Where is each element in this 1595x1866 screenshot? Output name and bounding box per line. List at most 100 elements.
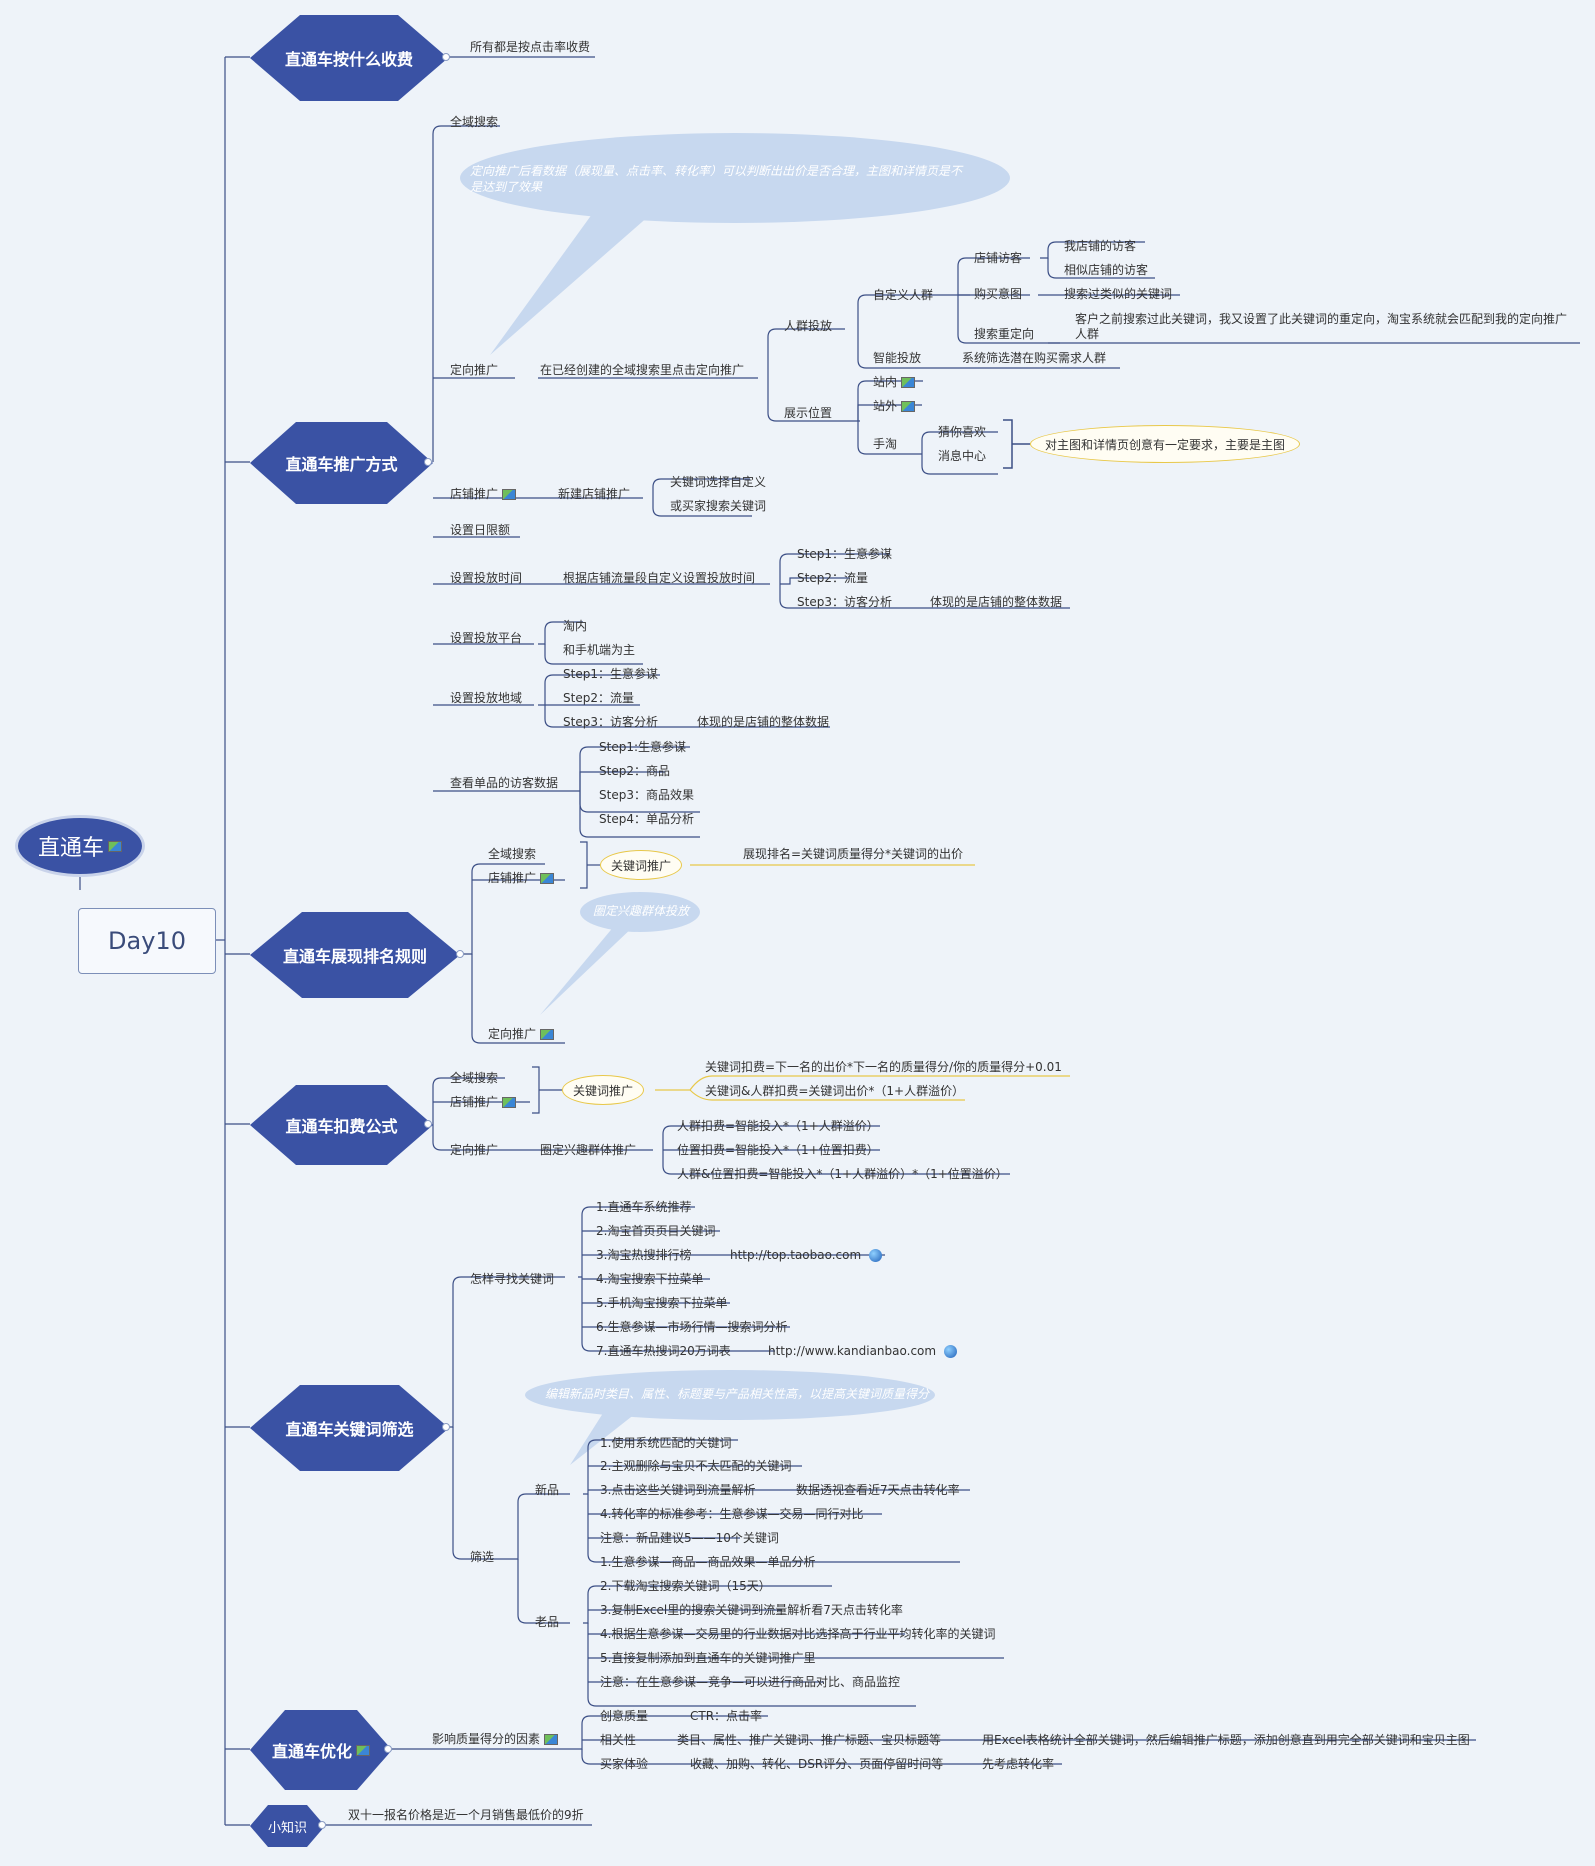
- node-b3-quanyu[interactable]: 全域搜索: [488, 847, 537, 861]
- node-toufang-time-sub[interactable]: 根据店铺流量段自定义设置投放时间: [563, 571, 756, 585]
- collapse-toggle[interactable]: [456, 950, 464, 958]
- collapse-toggle[interactable]: [424, 1120, 432, 1128]
- collapse-toggle[interactable]: [442, 1423, 450, 1431]
- node-b4-dingxiang[interactable]: 定向推广: [450, 1143, 499, 1157]
- node-step1-a[interactable]: Step1：生意参谋: [797, 547, 892, 561]
- node-k7[interactable]: 7.直通车热搜词20万词表: [596, 1344, 731, 1358]
- node-taonei[interactable]: 淘内: [563, 619, 588, 633]
- node-dianpu-fangke[interactable]: 店铺访客: [974, 251, 1023, 265]
- node-goumai[interactable]: 购买意图: [974, 287, 1023, 301]
- node-step3-a-sub[interactable]: 体现的是店铺的整体数据: [930, 595, 1063, 609]
- node-maijia-sub[interactable]: 收藏、加购、转化、DSR评分、页面停留时间等: [690, 1757, 944, 1771]
- node-maijia[interactable]: 买家体验: [600, 1757, 649, 1771]
- node-charging-note[interactable]: 所有都是按点击率收费: [470, 40, 591, 54]
- node-chuangyi[interactable]: 创意质量: [600, 1709, 649, 1723]
- node-b4-f5[interactable]: 人群&位置扣费=智能投入*（1+人群溢价）*（1+位置溢价）: [677, 1167, 1008, 1181]
- branch-optimize[interactable]: 直通车优化: [250, 1710, 392, 1790]
- node-zhannei[interactable]: 站内: [873, 375, 916, 390]
- node-b4-dianpu[interactable]: 店铺推广: [450, 1095, 517, 1110]
- node-n5[interactable]: 注意：新品建议5——10个关键词: [600, 1531, 779, 1545]
- node-n3[interactable]: 3.点击这些关键词到流量解析: [600, 1483, 756, 1497]
- node-xiangguan-sub2[interactable]: 用Excel表格统计全部关键词，然后编辑推广标题，添加创意直到用完全部关键词和宝…: [982, 1733, 1470, 1747]
- node-k4[interactable]: 4.淘宝搜索下拉菜单: [596, 1272, 704, 1286]
- node-k6[interactable]: 6.生意参谋—市场行情—搜索词分析: [596, 1320, 788, 1334]
- node-step3-c[interactable]: Step3：商品效果: [599, 788, 694, 802]
- branch-keywords[interactable]: 直通车关键词筛选: [250, 1385, 449, 1471]
- node-sousuo-chong[interactable]: 搜索重定向: [974, 327, 1035, 341]
- node-shaixuan[interactable]: 筛选: [470, 1550, 495, 1564]
- node-wo-fangke[interactable]: 我店铺的访客: [1064, 239, 1137, 253]
- day-node[interactable]: Day10: [78, 908, 216, 974]
- node-dingxiang-sub[interactable]: 在已经创建的全域搜索里点击定向推广: [540, 363, 745, 377]
- collapse-toggle[interactable]: [424, 458, 432, 466]
- node-xinpin[interactable]: 新品: [535, 1483, 560, 1497]
- node-guanjianci-zidingyi[interactable]: 关键词选择自定义: [670, 475, 767, 489]
- node-quanyu[interactable]: 全域搜索: [450, 115, 499, 129]
- node-b4-f3[interactable]: 人群扣费=智能投入*（1+人群溢价）: [677, 1119, 879, 1133]
- collapse-toggle[interactable]: [318, 1821, 326, 1829]
- node-b3-dianpu[interactable]: 店铺推广: [488, 871, 555, 886]
- node-xinjian[interactable]: 新建店铺推广: [558, 487, 631, 501]
- node-b4-quanyu[interactable]: 全域搜索: [450, 1071, 499, 1085]
- node-b4-yellow[interactable]: 关键词推广: [562, 1075, 644, 1105]
- collapse-toggle[interactable]: [384, 1745, 392, 1753]
- node-b4-f2[interactable]: 关键词&人群扣费=关键词出价*（1+人群溢价）: [705, 1084, 965, 1098]
- branch-fee[interactable]: 直通车扣费公式: [250, 1085, 433, 1165]
- node-o4[interactable]: 4.根据生意参谋—交易里的行业数据对比选择高于行业平均转化率的关键词: [600, 1627, 996, 1641]
- branch-charging[interactable]: 直通车按什么收费: [250, 15, 448, 101]
- node-k3[interactable]: 3.淘宝热搜排行榜: [596, 1248, 692, 1262]
- node-b4-quanding[interactable]: 圈定兴趣群体推广: [540, 1143, 637, 1157]
- node-zidingyi[interactable]: 自定义人群: [873, 288, 934, 302]
- node-xiangguan-sub[interactable]: 类目、属性、推广关键词、推广标题、宝贝标题等: [677, 1733, 942, 1747]
- collapse-toggle[interactable]: [442, 53, 450, 61]
- node-b4-f4[interactable]: 位置扣费=智能投入*（1+位置扣费）: [677, 1143, 879, 1157]
- node-k2[interactable]: 2.淘宝首页页目关键词: [596, 1224, 716, 1238]
- node-yingxiang[interactable]: 影响质量得分的因素: [432, 1732, 559, 1747]
- node-o5[interactable]: 5.直接复制添加到直通车的关键词推广里: [600, 1651, 816, 1665]
- node-pingtai[interactable]: 设置投放平台: [450, 631, 523, 645]
- node-zhanwai[interactable]: 站外: [873, 399, 916, 414]
- branch-ranking[interactable]: 直通车展现排名规则: [250, 912, 460, 998]
- node-step4-c[interactable]: Step4：单品分析: [599, 812, 694, 826]
- node-o6[interactable]: 注意：在生意参谋—竞争—可以进行商品对比、商品监控: [600, 1675, 901, 1689]
- node-n1[interactable]: 1.使用系统匹配的关键词: [600, 1436, 732, 1450]
- node-maijia-sousuo[interactable]: 或买家搜索关键词: [670, 499, 767, 513]
- node-cainixihuan[interactable]: 猜你喜欢: [938, 425, 987, 439]
- node-rixian[interactable]: 设置日限额: [450, 523, 511, 537]
- node-yellow-note[interactable]: 对主图和详情页创意有一定要求，主要是主图: [1030, 425, 1300, 463]
- root-node[interactable]: 直通车: [15, 815, 145, 877]
- node-toufang-time[interactable]: 设置投放时间: [450, 571, 523, 585]
- node-step3-b[interactable]: Step3：访客分析: [563, 715, 658, 729]
- node-o3[interactable]: 3.复制Excel里的搜索关键词到流量解析看7天点击转化率: [600, 1603, 903, 1617]
- node-xiangguan[interactable]: 相关性: [600, 1733, 637, 1747]
- node-ctr[interactable]: CTR：点击率: [690, 1709, 763, 1723]
- node-step2-c[interactable]: Step2：商品: [599, 764, 670, 778]
- node-renqun[interactable]: 人群投放: [784, 319, 833, 333]
- node-k5[interactable]: 5.手机淘宝搜索下拉菜单: [596, 1296, 728, 1310]
- node-b3-formula[interactable]: 展现排名=关键词质量得分*关键词的出价: [743, 847, 964, 861]
- node-dingxiang[interactable]: 定向推广: [450, 363, 499, 377]
- node-zenyang[interactable]: 怎样寻找关键词: [470, 1272, 555, 1286]
- node-danpin[interactable]: 查看单品的访客数据: [450, 776, 559, 790]
- node-k1[interactable]: 1.直通车系统推荐: [596, 1200, 692, 1214]
- node-k7-url[interactable]: http://www.kandianbao.com: [768, 1344, 958, 1359]
- node-zhineng[interactable]: 智能投放: [873, 351, 922, 365]
- node-step1-b[interactable]: Step1：生意参谋: [563, 667, 658, 681]
- node-step1-c[interactable]: Step1:生意参谋: [599, 740, 687, 754]
- node-laopin[interactable]: 老品: [535, 1615, 560, 1629]
- node-zhineng-sub[interactable]: 系统筛选潜在购买需求人群: [962, 351, 1107, 365]
- node-step2-b[interactable]: Step2：流量: [563, 691, 634, 705]
- node-maijia-sub2[interactable]: 先考虑转化率: [982, 1757, 1055, 1771]
- node-step3-b-sub[interactable]: 体现的是店铺的整体数据: [697, 715, 830, 729]
- node-n2[interactable]: 2.主观删除与宝贝不太匹配的关键词: [600, 1459, 792, 1473]
- node-sousuo-chong-sub[interactable]: 客户之前搜索过此关键词，我又设置了此关键词的重定向，淘宝系统就会匹配到我的定向推…: [1075, 312, 1567, 342]
- node-dianpu[interactable]: 店铺推广: [450, 487, 517, 502]
- node-step3-a[interactable]: Step3：访客分析: [797, 595, 892, 609]
- node-b3-dingxiang[interactable]: 定向推广: [488, 1027, 555, 1042]
- node-xiaoxi[interactable]: 消息中心: [938, 449, 987, 463]
- node-b3-yellow[interactable]: 关键词推广: [600, 850, 682, 880]
- node-xiangsi-fangke[interactable]: 相似店铺的访客: [1064, 263, 1149, 277]
- node-o1[interactable]: 1.生意参谋—商品—商品效果—单品分析: [600, 1555, 816, 1569]
- node-b4-f1[interactable]: 关键词扣费=下一名的出价*下一名的质量得分/你的质量得分+0.01: [705, 1060, 1062, 1074]
- node-o2[interactable]: 2.下载淘宝搜索关键词（15天）: [600, 1579, 771, 1593]
